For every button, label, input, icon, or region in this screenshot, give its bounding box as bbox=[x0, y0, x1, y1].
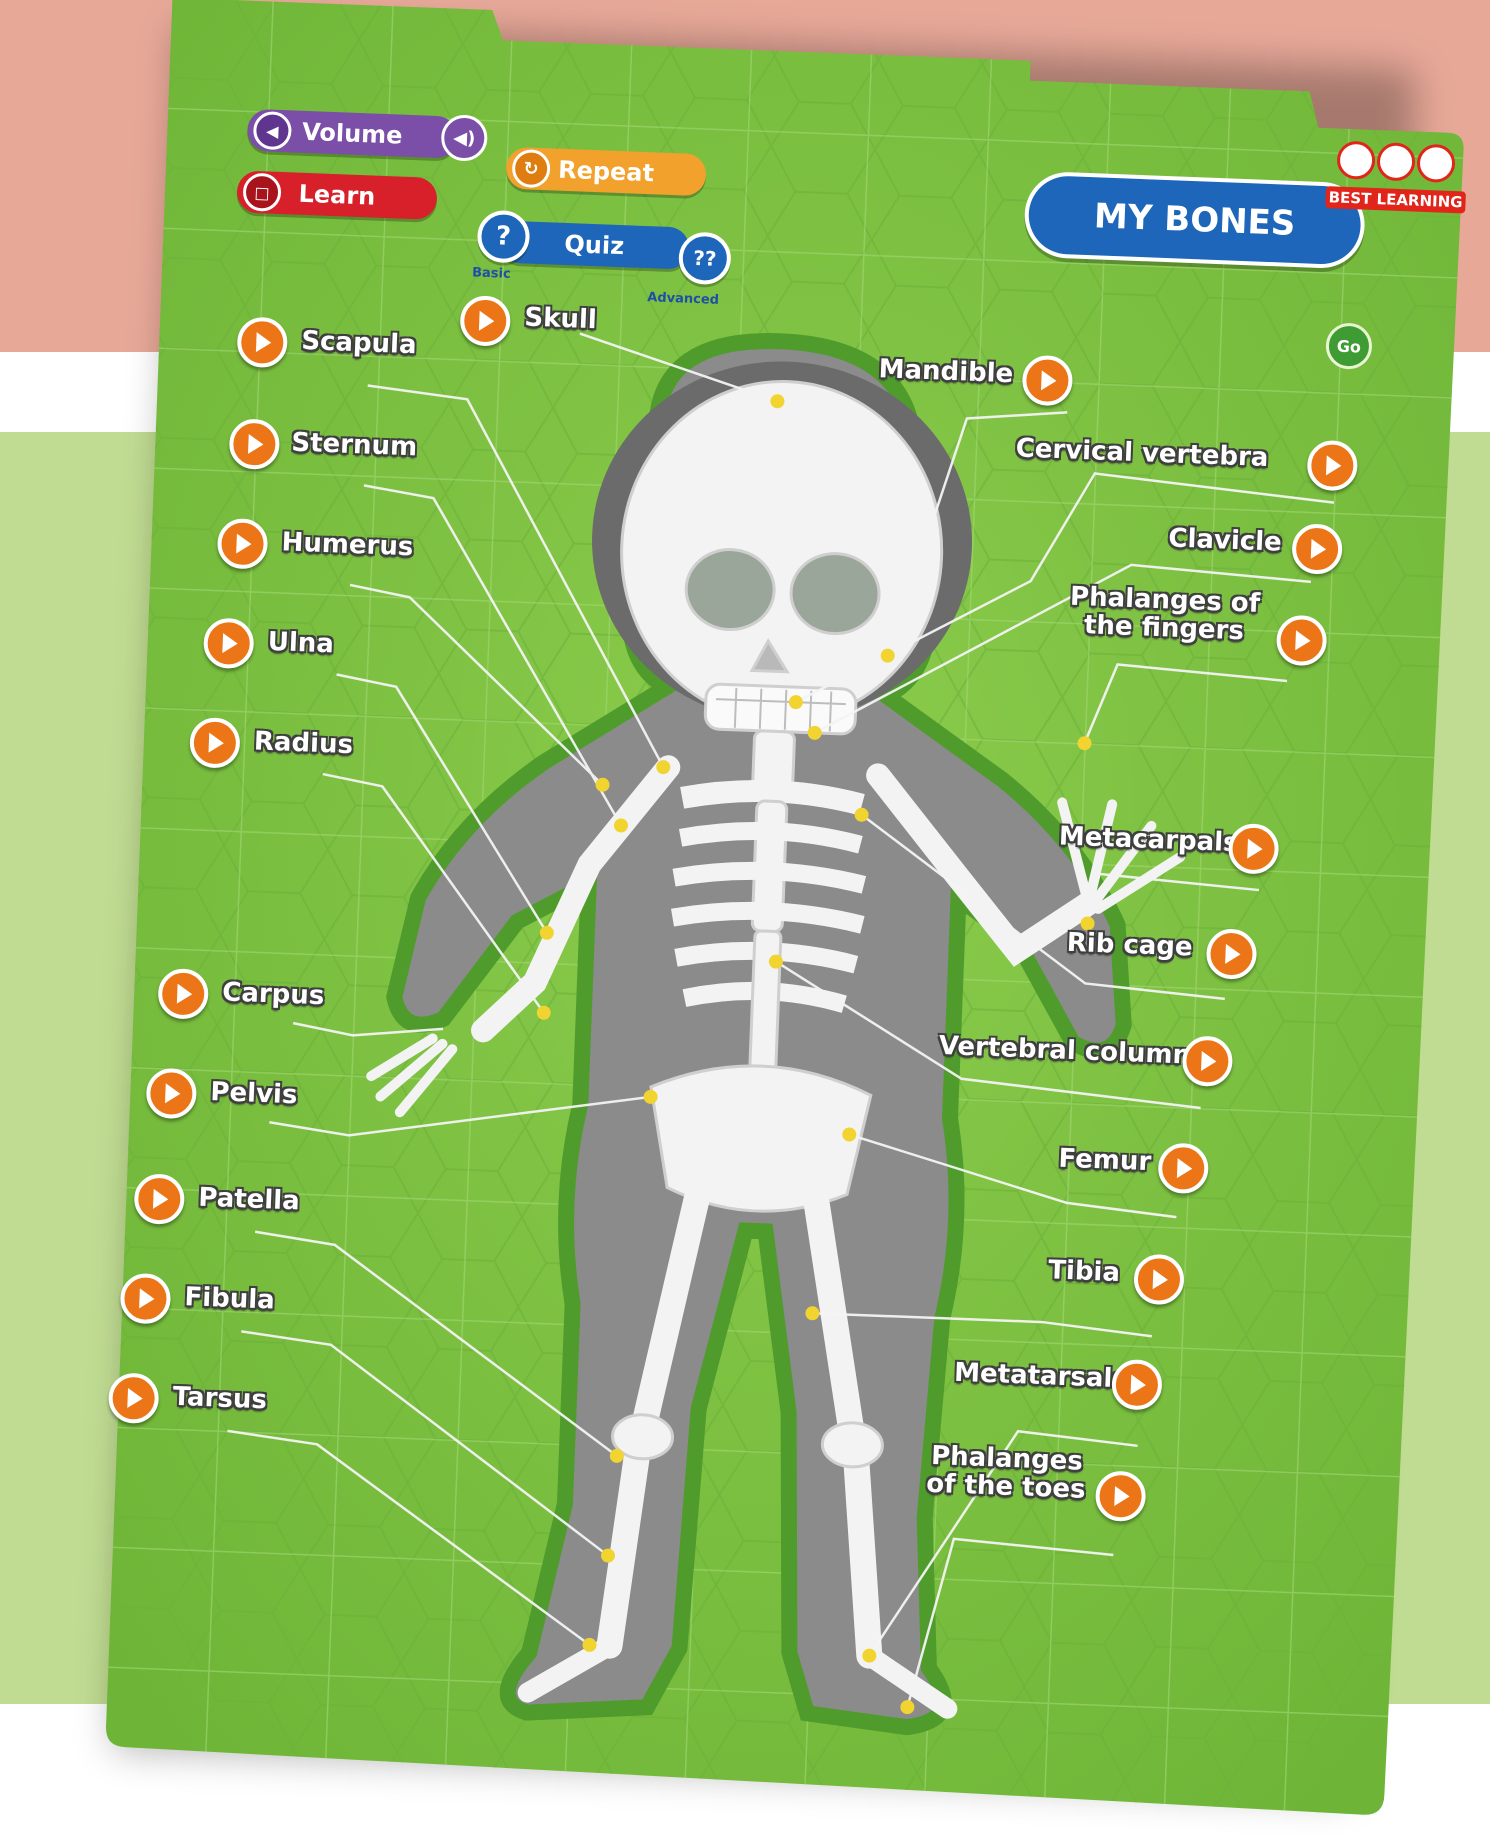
board-face: ◀ Volume ◀) □ Learn ↻ Repeat Quiz ? ?? B… bbox=[84, 0, 1490, 1827]
bone-label-rib-cage: Rib cage bbox=[1066, 929, 1193, 962]
bone-label-tibia: Tibia bbox=[1048, 1256, 1121, 1287]
repeat-label: Repeat bbox=[558, 156, 655, 188]
repeat-button[interactable]: ↻ Repeat bbox=[505, 147, 706, 197]
learn-label: Learn bbox=[298, 180, 376, 211]
bone-label-clavicle: Clavicle bbox=[1168, 524, 1282, 556]
bone-label-radius: Radius bbox=[253, 727, 353, 759]
bone-label-phalanges-toes: Phalanges of the toes bbox=[915, 1441, 1097, 1504]
advanced-label: Advanced bbox=[647, 290, 719, 308]
bone-label-carpus: Carpus bbox=[222, 978, 325, 1010]
volume-down-icon: ◀ bbox=[253, 111, 292, 150]
bone-label-metatarsals: Metatarsals bbox=[954, 1359, 1129, 1394]
bone-label-mandible: Mandible bbox=[878, 355, 1014, 388]
bone-label-metacarpals: Metacarpals bbox=[1058, 822, 1239, 857]
bone-label-scapula: Scapula bbox=[301, 327, 417, 359]
bone-label-pelvis: Pelvis bbox=[210, 1078, 298, 1109]
repeat-icon: ↻ bbox=[511, 149, 550, 188]
question-icon: ? bbox=[495, 221, 511, 252]
bones-board: ◀ Volume ◀) □ Learn ↻ Repeat Quiz ? ?? B… bbox=[84, 0, 1490, 1827]
bone-label-sternum: Sternum bbox=[291, 429, 418, 462]
learn-button[interactable]: □ Learn bbox=[236, 170, 437, 220]
bone-label-patella: Patella bbox=[198, 1184, 300, 1216]
board-artwork bbox=[84, 0, 1490, 1827]
page-title: MY BONES bbox=[1023, 171, 1366, 270]
bone-label-femur: Femur bbox=[1058, 1145, 1152, 1177]
basic-label: Basic bbox=[472, 265, 511, 281]
double-question-icon: ?? bbox=[693, 246, 717, 271]
quiz-label: Quiz bbox=[564, 230, 625, 260]
bone-label-fibula: Fibula bbox=[184, 1283, 275, 1314]
bone-label-phalanges-fingers: Phalanges of the fingers bbox=[1059, 582, 1271, 646]
volume-label: Volume bbox=[302, 118, 403, 150]
volume-button[interactable]: ◀ Volume ◀) bbox=[247, 109, 458, 159]
bone-label-tarsus: Tarsus bbox=[172, 1383, 267, 1415]
bone-label-skull: Skull bbox=[524, 303, 597, 334]
book-icon: □ bbox=[242, 173, 281, 212]
bone-label-humerus: Humerus bbox=[281, 528, 414, 561]
bone-label-ulna: Ulna bbox=[267, 628, 334, 659]
